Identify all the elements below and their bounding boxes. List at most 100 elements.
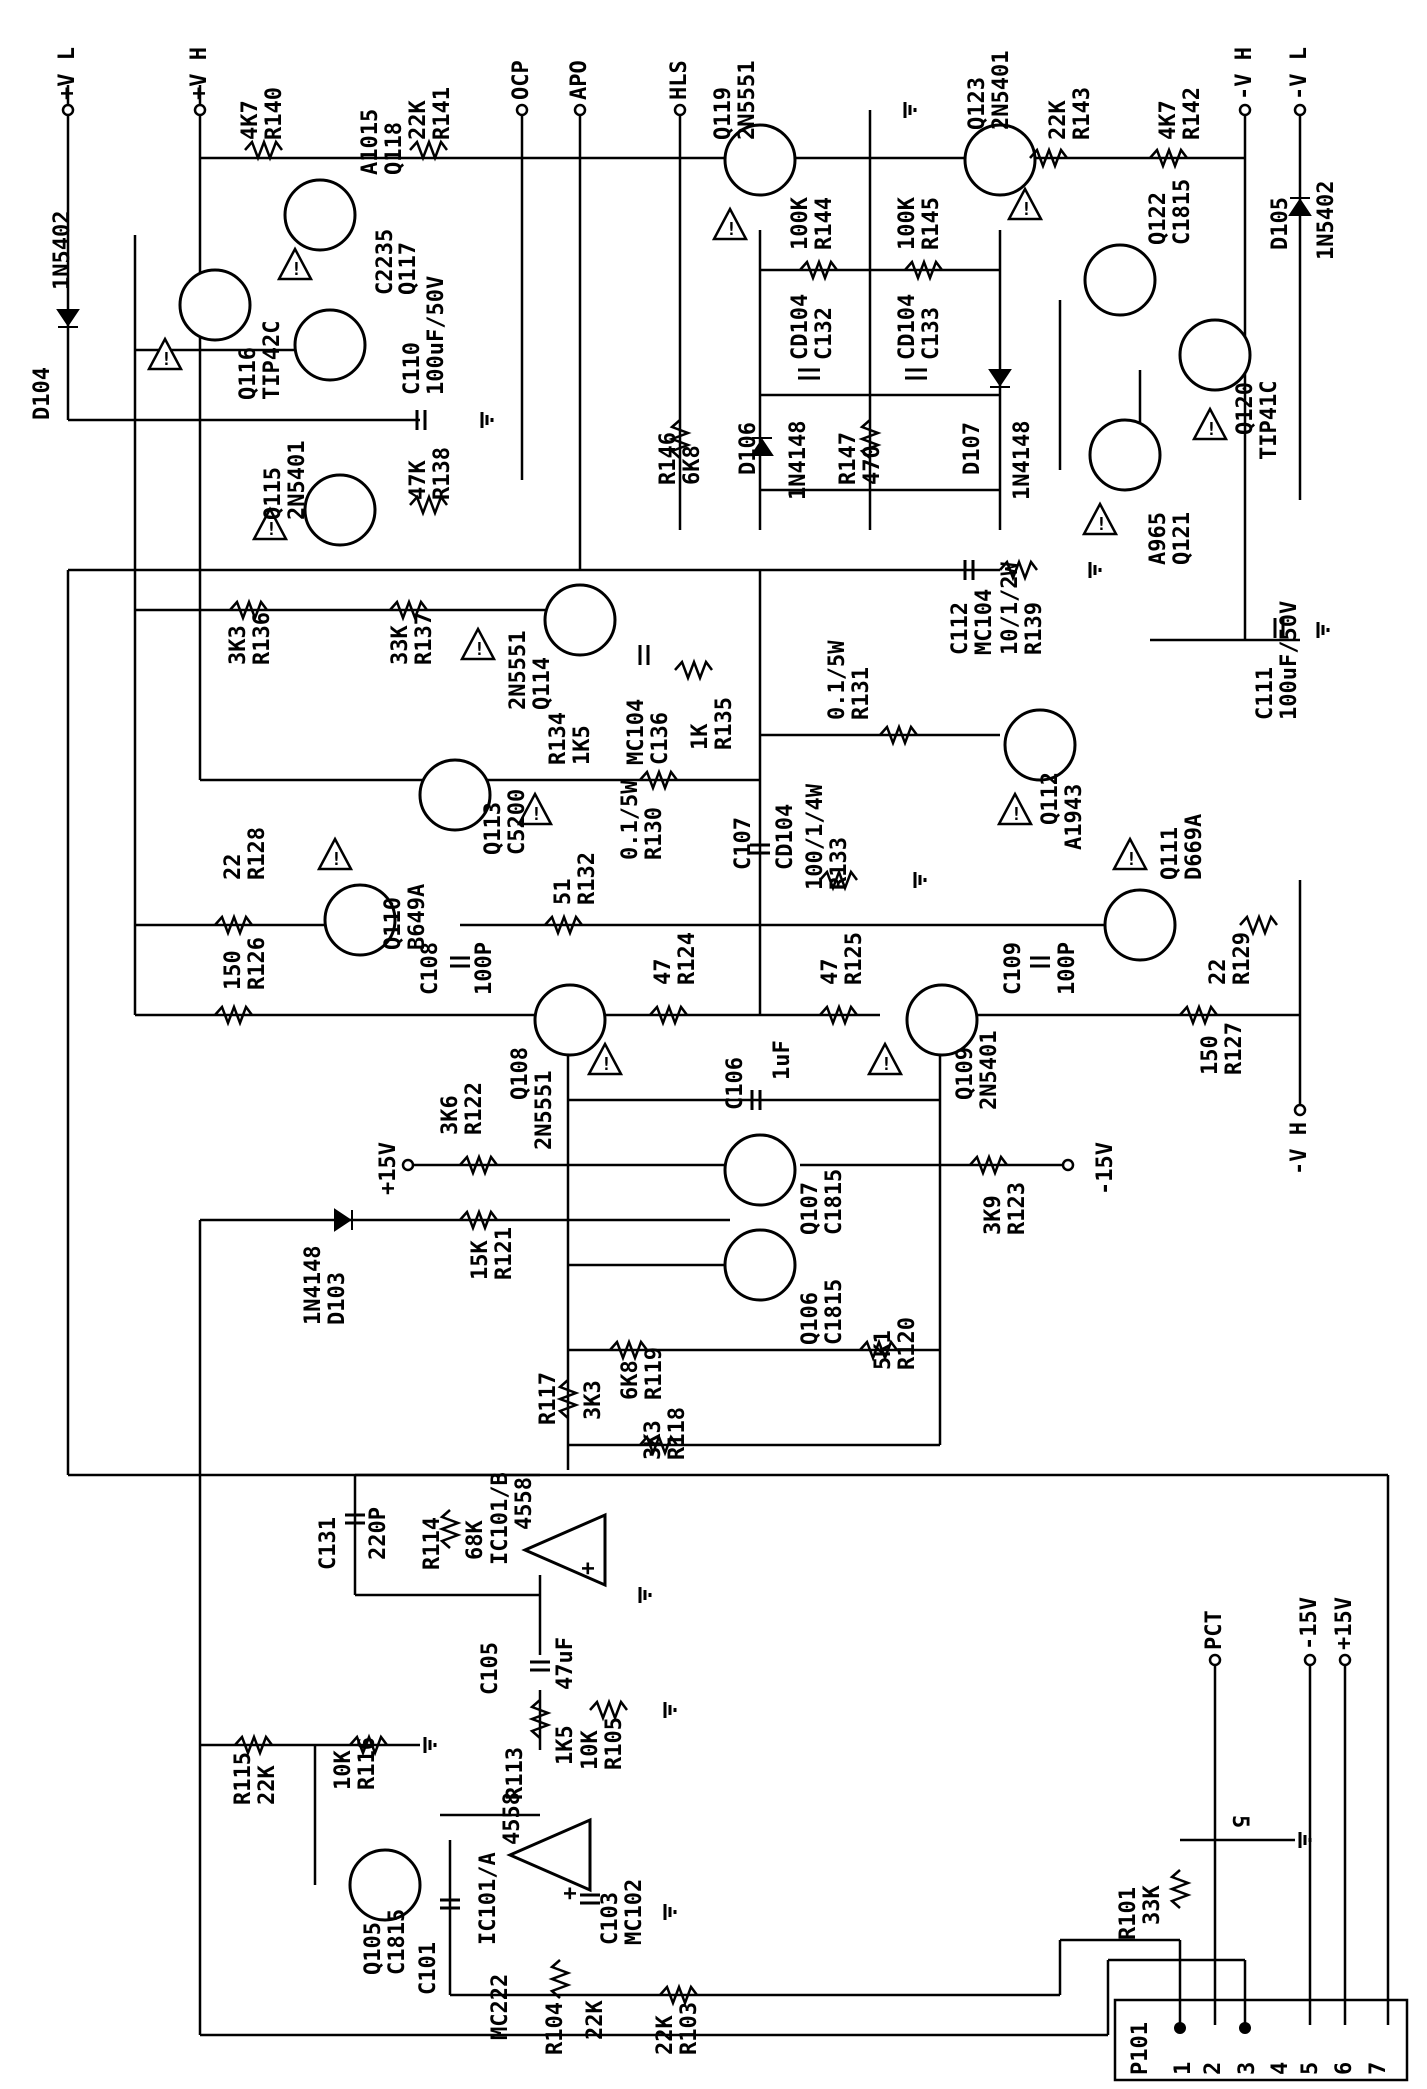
r140-value: 4K7 xyxy=(238,100,263,140)
pin-7-label: 7 xyxy=(1366,2061,1391,2075)
c111-label: C111 xyxy=(1253,667,1278,720)
r133-zigzag xyxy=(819,868,858,892)
c109-value: 100P xyxy=(1055,942,1080,995)
r120-label: R120 xyxy=(895,1317,920,1370)
r131-zigzag xyxy=(879,723,918,747)
q123-transistor xyxy=(963,123,1037,197)
q114-transistor xyxy=(543,583,617,657)
q105-transistor xyxy=(348,1848,422,1922)
c110-label: C110 xyxy=(400,342,425,395)
r144-label: R144 xyxy=(812,197,837,250)
r101-zigzag xyxy=(1168,1869,1192,1909)
r115-value: 22K xyxy=(255,1765,280,1805)
q116-transistor xyxy=(178,268,252,342)
r123-label: R123 xyxy=(1005,1182,1030,1235)
q116-label: Q116 xyxy=(236,347,261,400)
r136-value: 3K3 xyxy=(226,625,251,665)
ic101b-opamp xyxy=(521,1512,607,1588)
r147-value: 470 xyxy=(860,445,885,485)
q119-value: 2N5551 xyxy=(735,60,760,140)
rail-minus-vl-label: -V L xyxy=(1287,47,1312,100)
r136-zigzag xyxy=(229,598,268,622)
q122-label: Q122 xyxy=(1146,192,1171,245)
c103-value: MC102 xyxy=(622,1878,647,1945)
c106-label: C106 xyxy=(723,1057,748,1110)
r146-zigzag xyxy=(668,419,692,459)
r113-zigzag xyxy=(528,1699,552,1739)
r116-value: 10K xyxy=(331,1750,356,1790)
r124-label: R124 xyxy=(675,932,700,985)
ic101b-value: 4558 xyxy=(512,1477,537,1530)
q119-transistor xyxy=(723,123,797,197)
q107-label: Q107 xyxy=(798,1182,823,1235)
r126-label: R126 xyxy=(245,937,270,990)
q105-value: C1815 xyxy=(385,1908,410,1975)
r137-label: R137 xyxy=(412,612,437,665)
r128-label: R128 xyxy=(245,827,270,880)
c132-value: CD104 xyxy=(788,293,813,360)
plus-15v-label: +15V xyxy=(376,1142,401,1195)
r104-label: R104 xyxy=(543,2002,568,2055)
ic101a-plus-sign: + xyxy=(558,1886,583,1900)
c105-value: 47uF xyxy=(553,1637,578,1690)
q121-value: A965 xyxy=(1146,512,1171,565)
r119-value: 6K8 xyxy=(618,1360,643,1400)
r114-zigzag xyxy=(438,1509,462,1549)
q106-value: C1815 xyxy=(822,1278,847,1345)
r130-zigzag xyxy=(639,768,678,792)
r139-zigzag xyxy=(999,558,1038,582)
c132-label: C132 xyxy=(812,307,837,360)
d105-value: 1N5402 xyxy=(1314,180,1339,260)
c108-value: 100P xyxy=(472,942,497,995)
pin-2-label: 2 xyxy=(1201,2061,1226,2075)
r120-value: 5K1 xyxy=(871,1330,896,1370)
q115-value: 2N5401 xyxy=(285,440,310,520)
d103-label: D103 xyxy=(325,1272,350,1325)
c101-label: C101 xyxy=(416,1942,441,1995)
r143-value: 22K xyxy=(1046,100,1071,140)
r140-label: R140 xyxy=(262,87,287,140)
q105-label: Q105 xyxy=(361,1922,386,1975)
pin-4-label: 4 xyxy=(1268,2061,1293,2075)
d105-label: D105 xyxy=(1268,197,1293,250)
r133-value: 100/1/4W xyxy=(803,784,828,890)
r126-value: 150 xyxy=(221,950,246,990)
r122-label: R122 xyxy=(462,1082,487,1135)
q117-label: Q117 xyxy=(396,242,421,295)
r127-label: R127 xyxy=(1222,1022,1247,1075)
pct-label: PCT xyxy=(1202,1610,1227,1650)
transistor-symbols xyxy=(178,123,1252,1922)
r134-label: R134 xyxy=(546,712,571,765)
r121-zigzag xyxy=(459,1208,498,1232)
r135-label: R135 xyxy=(712,697,737,750)
pin-3-label: 3 xyxy=(1235,2061,1260,2075)
ic101b-plus-sign: + xyxy=(576,1561,601,1575)
c101-value: MC222 xyxy=(488,1973,513,2040)
q111-value: D669A xyxy=(1182,813,1207,880)
r133-label: R133 xyxy=(827,837,852,890)
p101-label: P101 xyxy=(1128,2022,1153,2075)
q120-transistor xyxy=(1178,318,1252,392)
q120-label: Q120 xyxy=(1233,382,1258,435)
q109-label: Q109 xyxy=(953,1047,978,1100)
terminals xyxy=(61,103,1352,1667)
q113-value: C5200 xyxy=(505,788,530,855)
q111-label: Q111 xyxy=(1158,827,1183,880)
r119-zigzag xyxy=(609,1338,648,1362)
r125-value: 47 xyxy=(818,958,843,986)
d107-value: 1N4148 xyxy=(1010,420,1035,500)
r117-value: 3K3 xyxy=(581,1380,606,1420)
r125-zigzag xyxy=(819,1003,858,1027)
c107-value: CD104 xyxy=(773,803,798,870)
r137-zigzag xyxy=(389,598,428,622)
q115-label: Q115 xyxy=(261,467,286,520)
q120-value: TIP41C xyxy=(1257,380,1282,460)
c133-label: C133 xyxy=(919,307,944,360)
r103-zigzag xyxy=(659,1983,698,2007)
r103-label: R103 xyxy=(677,2002,702,2055)
r142-zigzag xyxy=(1149,146,1188,170)
q108-transistor xyxy=(533,983,607,1057)
q112-transistor xyxy=(1003,708,1077,782)
r117-label: R117 xyxy=(536,1372,561,1425)
